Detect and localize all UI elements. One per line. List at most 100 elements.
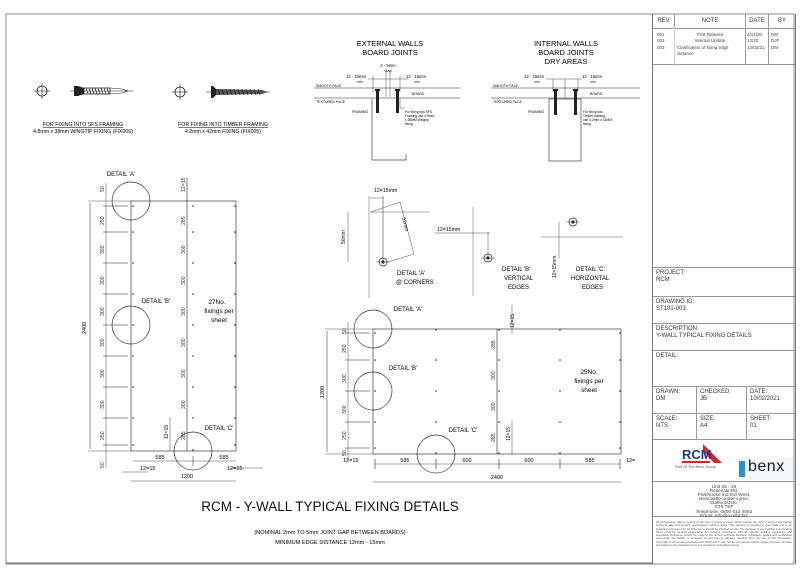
rev-date: 4/12/20 bbox=[747, 32, 763, 37]
description-value: Y-WALL TYPICAL FIXING DETAILS bbox=[656, 333, 752, 339]
svg-text:BOARD JOINTS: BOARD JOINTS bbox=[362, 48, 417, 57]
svg-text:DETAIL 'A': DETAIL 'A' bbox=[394, 307, 422, 313]
svg-text:12 - 15mm: 12 - 15mm bbox=[524, 74, 545, 79]
svg-text:min: min bbox=[357, 80, 363, 84]
svg-text:12=15: 12=15 bbox=[140, 466, 155, 472]
svg-text:min: min bbox=[590, 80, 596, 84]
svg-text:sheet: sheet bbox=[211, 317, 227, 324]
rev-by: DM bbox=[771, 45, 778, 50]
timber-fixing-title: FOR FIXING INTO TIMBER FRAMING bbox=[178, 122, 268, 128]
svg-text:585: 585 bbox=[400, 458, 409, 464]
rcm-logo: RCM bbox=[681, 443, 723, 463]
svg-text:250: 250 bbox=[100, 216, 106, 225]
svg-text:50: 50 bbox=[100, 186, 106, 192]
svg-text:585: 585 bbox=[155, 455, 164, 461]
svg-text:285: 285 bbox=[181, 431, 187, 440]
svg-text:300: 300 bbox=[100, 307, 106, 316]
detail-field: DETAIL: bbox=[653, 351, 795, 387]
drawn-checked-date-row: DRAWN: DM CHECKED: JB DATE: 10/02/2021 bbox=[653, 387, 795, 414]
svg-text:285: 285 bbox=[491, 433, 497, 442]
project-value: RCM bbox=[656, 277, 670, 283]
revision-table: REV NOTE DATE BY 001 First Release 4/12/… bbox=[653, 14, 795, 65]
svg-text:2 - 5mm: 2 - 5mm bbox=[380, 63, 396, 68]
svg-text:TEXTURED FACE: TEXTURED FACE bbox=[316, 100, 346, 104]
svg-text:EDGES: EDGES bbox=[508, 285, 529, 291]
svg-text:300: 300 bbox=[181, 276, 187, 285]
svg-text:300: 300 bbox=[181, 400, 187, 409]
sfs-screw-icon bbox=[34, 83, 133, 99]
timber-fixing-spec: 4.2mm x 42mm FIXING (FIX005) bbox=[185, 129, 261, 135]
svg-text:1200: 1200 bbox=[181, 474, 193, 480]
svg-text:For fixing into: For fixing into bbox=[583, 110, 603, 114]
svg-text:300: 300 bbox=[491, 402, 497, 411]
svg-text:min: min bbox=[414, 80, 420, 84]
rev-header: REV bbox=[653, 14, 675, 29]
svg-text:DETAIL 'B': DETAIL 'B' bbox=[142, 299, 170, 305]
svg-text:12 - 15mm: 12 - 15mm bbox=[346, 74, 367, 79]
svg-text:285: 285 bbox=[491, 340, 497, 349]
svg-text:12=15: 12=15 bbox=[227, 466, 242, 472]
svg-text:EXTERNAL WALLS: EXTERNAL WALLS bbox=[357, 39, 424, 48]
detail-a-corners: 12=15mm 50mm 52mm DETAIL 'A' @ CORNERS bbox=[341, 188, 434, 298]
svg-text:TEXTURED FACE: TEXTURED FACE bbox=[493, 100, 523, 104]
logo-area: RCM Part Of The Benx Group benx bbox=[653, 440, 795, 482]
rev-note: Clarification of fixing edge distance bbox=[677, 45, 729, 56]
svg-text:RCM: RCM bbox=[682, 447, 712, 462]
svg-text:12=15: 12=15 bbox=[343, 458, 358, 464]
svg-text:INTERNAL WALLS: INTERNAL WALLS bbox=[534, 39, 598, 48]
svg-text:12=15: 12=15 bbox=[510, 314, 516, 328]
description-field: DESCRIPTION: Y-WALL TYPICAL FIXING DETAI… bbox=[653, 324, 795, 351]
svg-text:HORIZONTAL: HORIZONTAL bbox=[571, 276, 610, 282]
svg-text:BOARD JOINTS: BOARD JOINTS bbox=[538, 48, 593, 57]
svg-text:Timber framing: Timber framing bbox=[583, 114, 605, 118]
sfs-fixing-title: FOR FIXING INTO SFS FRAMING bbox=[43, 122, 123, 128]
svg-text:@ CORNERS: @ CORNERS bbox=[396, 280, 434, 286]
checked-value: JB bbox=[700, 396, 708, 402]
size-value: A4 bbox=[700, 423, 708, 429]
svg-text:DETAIL 'B': DETAIL 'B' bbox=[502, 267, 530, 273]
svg-text:DETAIL 'C': DETAIL 'C' bbox=[449, 428, 478, 434]
detail-b-vertical-edges: 12=15mm DETAIL 'B' VERTICAL EDGES bbox=[435, 207, 534, 296]
svg-text:12=15: 12=15 bbox=[181, 177, 187, 192]
svg-text:FRAMING: FRAMING bbox=[352, 110, 368, 114]
svg-text:Framing use 4.8mm: Framing use 4.8mm bbox=[405, 114, 435, 118]
svg-text:300: 300 bbox=[181, 338, 187, 347]
svg-text:285: 285 bbox=[181, 216, 187, 225]
svg-text:300: 300 bbox=[491, 371, 497, 380]
drawing-subtitle-2: MINIMUM EDGE DISTANCE 12mm - 15mm bbox=[275, 540, 385, 546]
date-value: 10/02/2021 bbox=[750, 396, 781, 402]
scale-size-sheet-row: SCALE: NTS SIZE: A4 SHEET: 01 bbox=[653, 414, 795, 440]
drawing-title: RCM - Y-WALL TYPICAL FIXING DETAILS bbox=[201, 499, 459, 514]
address-block: Unit 25 - 26 Rosevale Rd, Parkhouse Ind … bbox=[653, 482, 795, 519]
timber-screw-icon bbox=[172, 84, 270, 100]
svg-text:EDGES: EDGES bbox=[582, 285, 603, 291]
title-block: REV NOTE DATE BY 001 First Release 4/12/… bbox=[652, 14, 796, 564]
svg-text:300: 300 bbox=[100, 245, 106, 254]
svg-text:52mm: 52mm bbox=[400, 217, 409, 232]
rcm-group-tagline: Part Of The Benx Group bbox=[675, 465, 716, 469]
vertical-sheet-diagram: 2400 50 250 300 300 300 300 300 300 250 … bbox=[82, 172, 263, 482]
svg-text:600: 600 bbox=[524, 458, 533, 464]
svg-text:300: 300 bbox=[181, 245, 187, 254]
svg-text:585: 585 bbox=[585, 458, 594, 464]
rev-number: 003 bbox=[657, 45, 665, 50]
svg-text:DETAIL 'A': DETAIL 'A' bbox=[397, 271, 425, 277]
svg-text:DETAIL 'B': DETAIL 'B' bbox=[389, 366, 417, 372]
rev-by: DJP bbox=[771, 38, 780, 43]
rev-date: 10/02/21 bbox=[747, 45, 765, 50]
external-joint-diagram: EXTERNAL WALLS BOARD JOINTS 2 - 5mm Gap … bbox=[314, 39, 460, 161]
svg-text:250: 250 bbox=[342, 344, 348, 353]
sheet-value: 01 bbox=[750, 423, 757, 429]
svg-text:DRY AREAS: DRY AREAS bbox=[545, 57, 588, 66]
svg-text:2400: 2400 bbox=[491, 475, 503, 481]
drawn-value: DM bbox=[656, 396, 666, 402]
date-header: DATE bbox=[746, 14, 769, 29]
sfs-fixing-spec: 4.8mm x 38mm WINGTIP FIXING (FIX006) bbox=[33, 129, 133, 135]
svg-text:VERTICAL: VERTICAL bbox=[504, 276, 534, 282]
detail-c-horizontal-edges: 12=15mm DETAIL 'C' HORIZONTAL EDGES bbox=[541, 217, 623, 291]
by-header: BY bbox=[769, 14, 795, 29]
svg-text:SMOOTH FACE: SMOOTH FACE bbox=[316, 84, 342, 88]
svg-text:50: 50 bbox=[342, 450, 348, 456]
drawing-subtitle-1: (NOMINAL 2mm TO 5mm JOINT GAP BETWEEN BO… bbox=[254, 530, 405, 536]
